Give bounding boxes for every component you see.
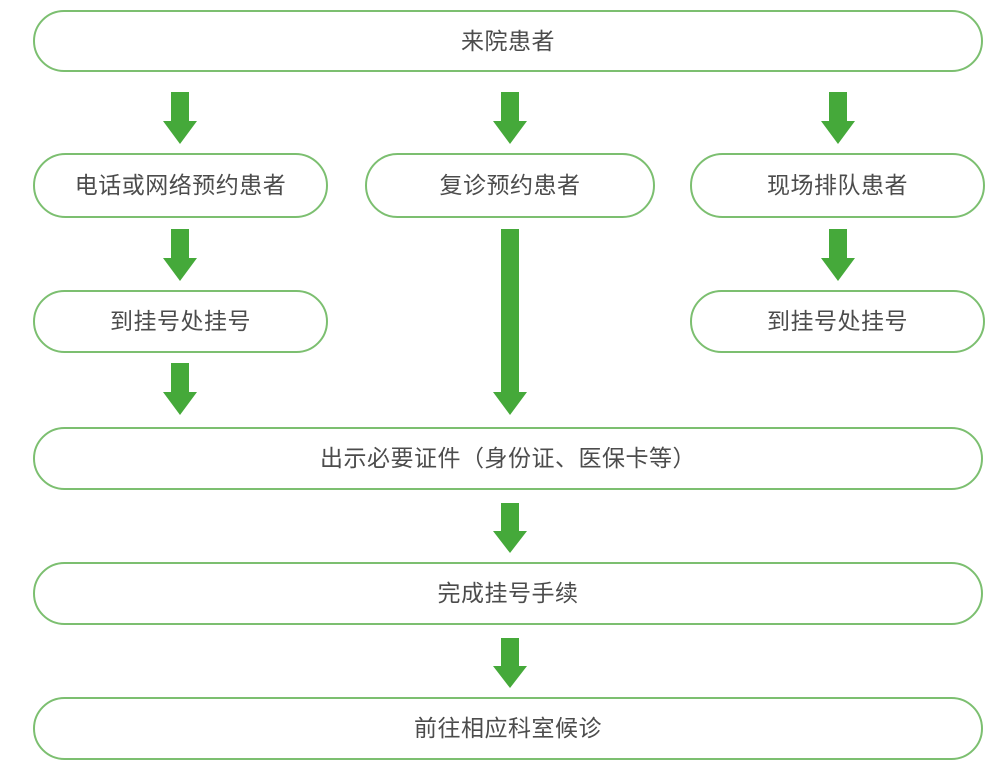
node-label: 到挂号处挂号 — [767, 308, 908, 334]
node-registration-desk-left[interactable]: 到挂号处挂号 — [33, 290, 328, 353]
arrow-shaft — [501, 92, 519, 122]
node-label: 复诊预约患者 — [439, 172, 581, 198]
node-label: 完成挂号手续 — [437, 580, 579, 606]
arrow-queue-to-registration — [813, 229, 863, 281]
node-label: 到挂号处挂号 — [110, 308, 251, 334]
node-label: 现场排队患者 — [767, 172, 908, 198]
arrow-head — [163, 258, 197, 281]
node-onsite-queue[interactable]: 现场排队患者 — [690, 153, 985, 218]
arrow-complete-to-department — [485, 638, 535, 688]
node-phone-or-online-appointment[interactable]: 电话或网络预约患者 — [33, 153, 328, 218]
node-revisit-appointment[interactable]: 复诊预约患者 — [365, 153, 655, 218]
arrow-arrival-to-phone — [155, 92, 205, 144]
arrow-shaft — [171, 229, 189, 259]
node-label: 前往相应科室候诊 — [414, 715, 602, 741]
arrow-documents-to-complete — [485, 503, 535, 553]
node-registration-desk-right[interactable]: 到挂号处挂号 — [690, 290, 985, 353]
node-present-documents[interactable]: 出示必要证件（身份证、医保卡等） — [33, 427, 983, 490]
node-go-to-department[interactable]: 前往相应科室候诊 — [33, 697, 983, 760]
node-complete-registration[interactable]: 完成挂号手续 — [33, 562, 983, 625]
arrow-head — [163, 121, 197, 144]
arrow-head — [163, 392, 197, 415]
arrow-head — [493, 121, 527, 144]
node-label: 出示必要证件（身份证、医保卡等） — [320, 445, 696, 471]
node-label: 电话或网络预约患者 — [74, 172, 287, 198]
arrow-shaft — [829, 92, 847, 122]
arrow-revisit-to-documents — [485, 229, 535, 415]
arrow-head — [493, 392, 527, 415]
arrow-registration-to-documents — [155, 363, 205, 415]
arrow-head — [493, 531, 527, 553]
node-label: 来院患者 — [461, 27, 555, 54]
node-arrival-patient[interactable]: 来院患者 — [33, 10, 983, 72]
arrow-head — [821, 258, 855, 281]
arrow-phone-to-registration — [155, 229, 205, 281]
arrow-shaft — [501, 503, 519, 531]
arrow-shaft — [829, 229, 847, 259]
arrow-head — [821, 121, 855, 144]
arrow-shaft — [501, 229, 519, 393]
arrow-shaft — [501, 638, 519, 666]
arrow-shaft — [171, 92, 189, 122]
arrow-arrival-to-revisit — [485, 92, 535, 144]
arrow-head — [493, 666, 527, 688]
arrow-arrival-to-queue — [813, 92, 863, 144]
arrow-shaft — [171, 363, 189, 393]
